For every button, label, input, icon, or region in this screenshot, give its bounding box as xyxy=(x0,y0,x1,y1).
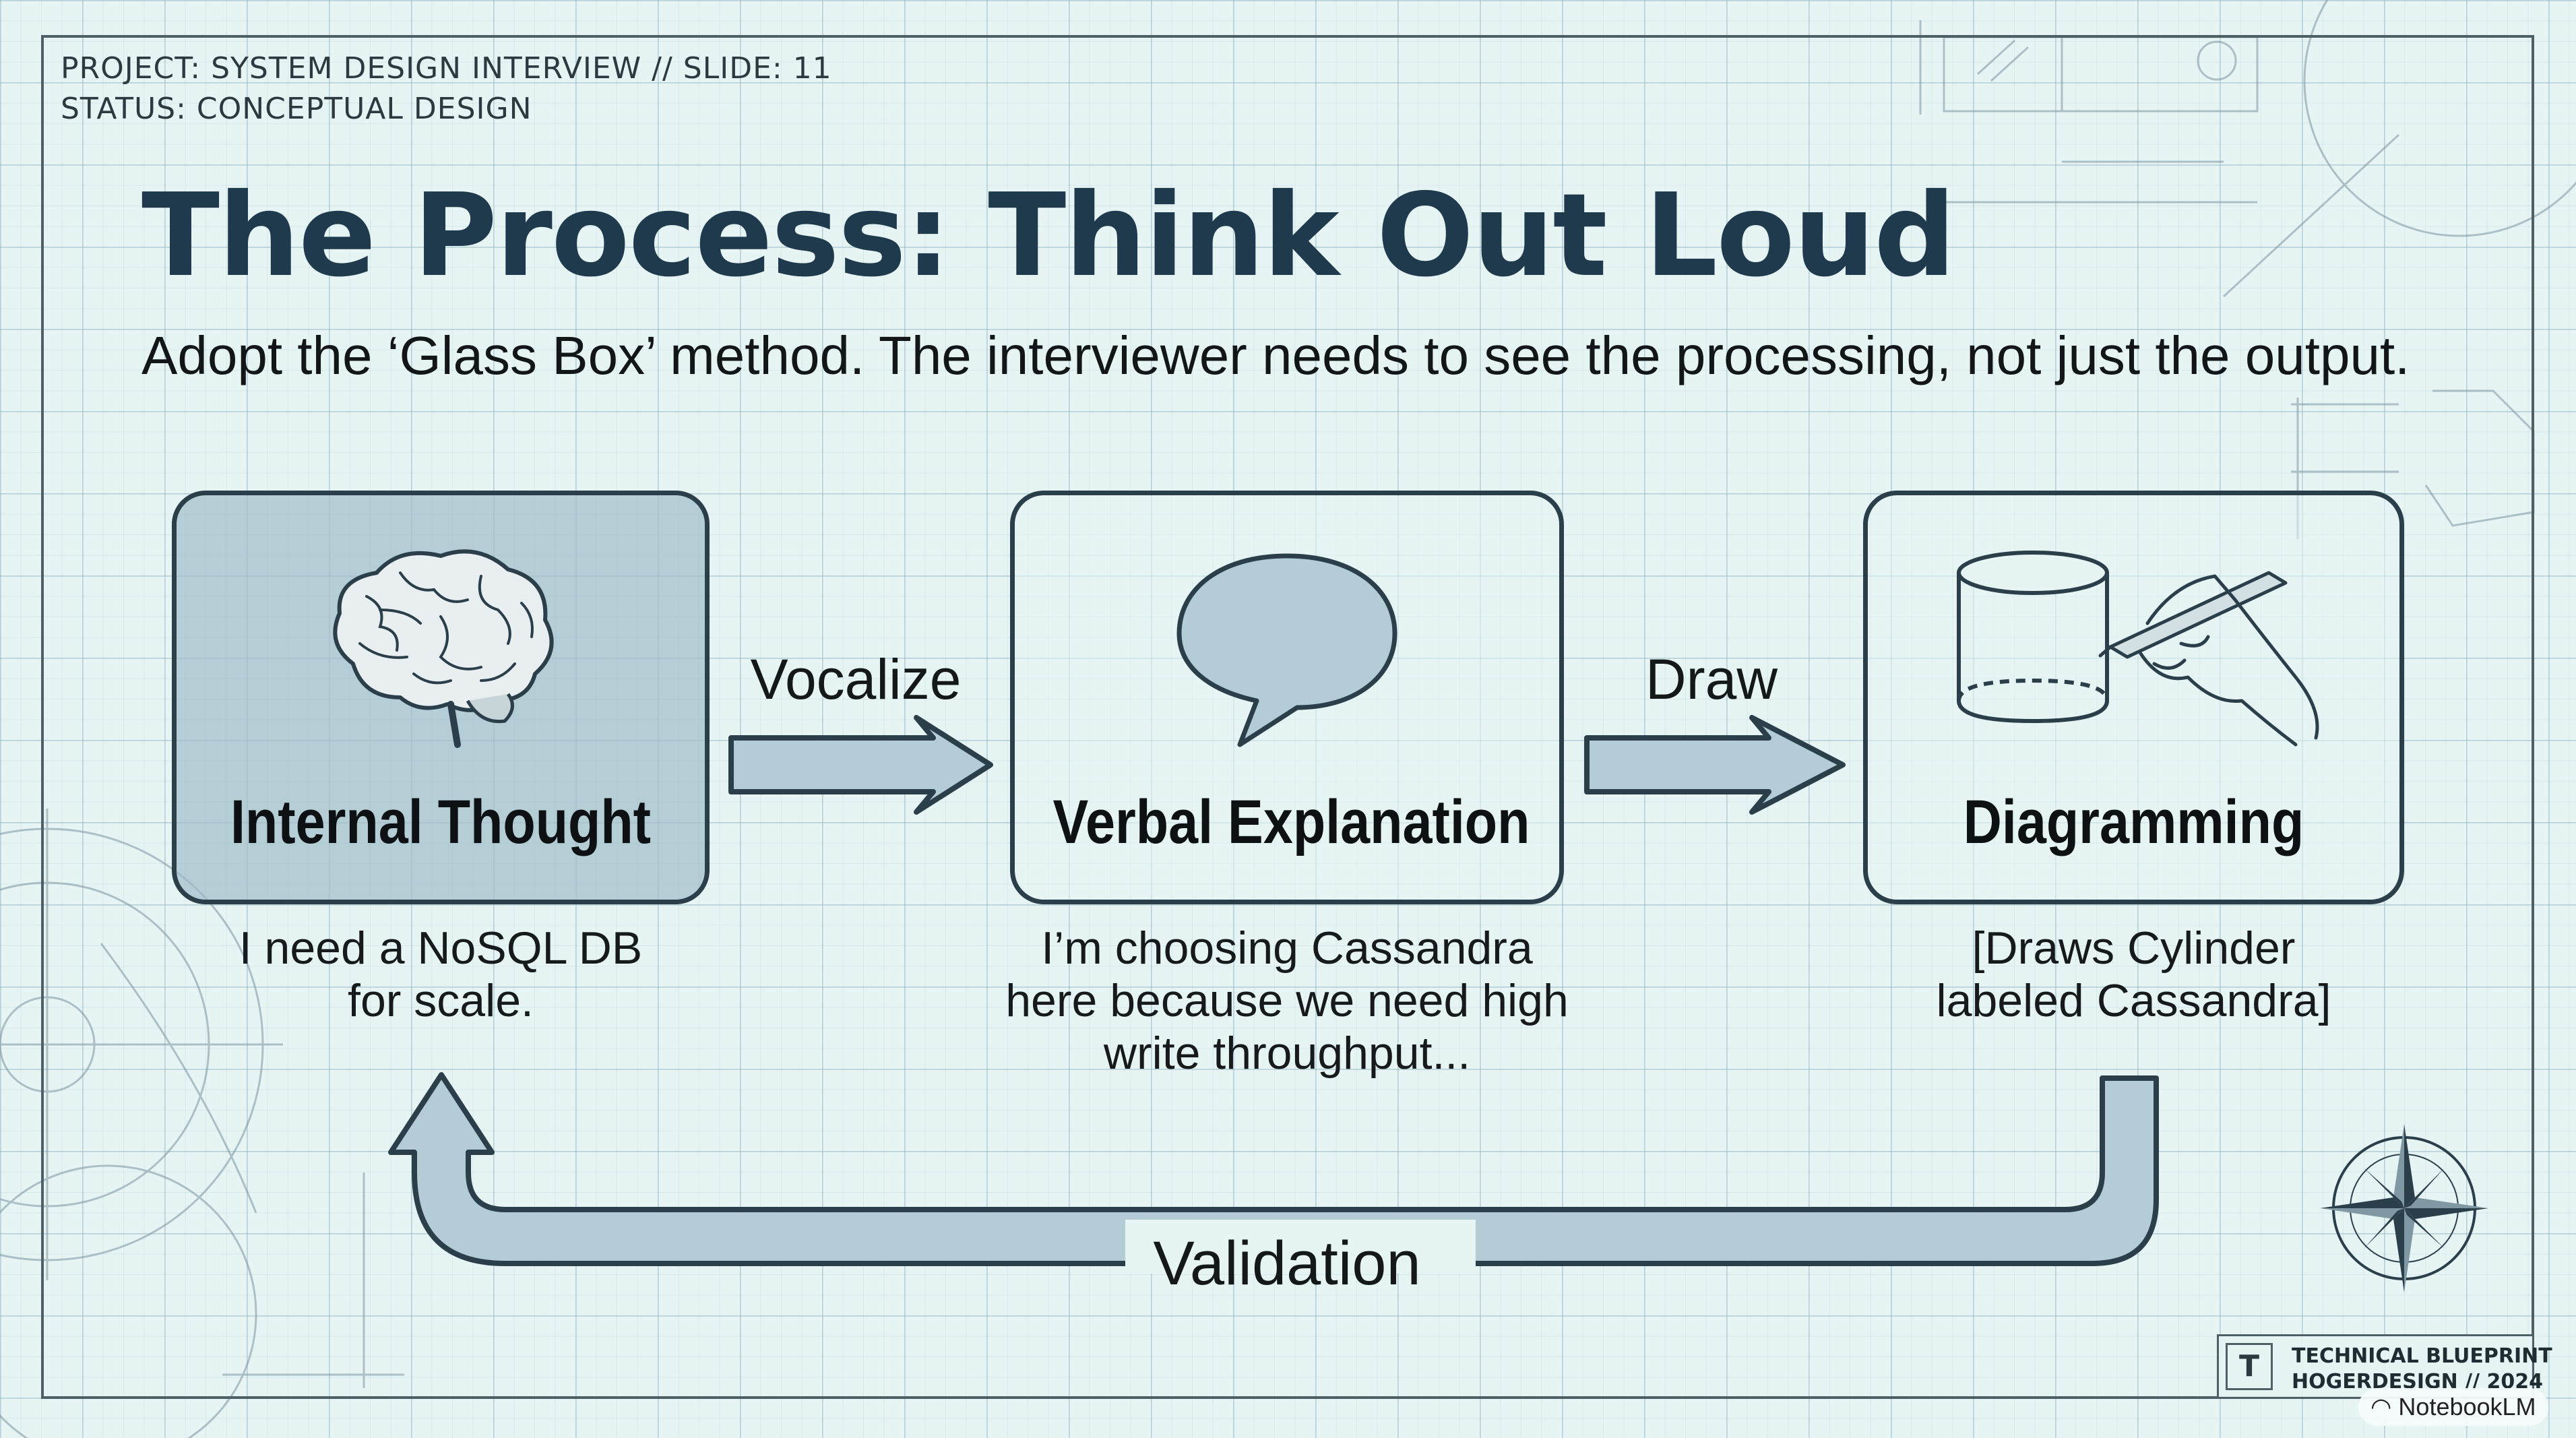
notebooklm-badge[interactable]: ◠ NotebookLM xyxy=(2358,1388,2548,1426)
validation-label: Validation xyxy=(1153,1229,1421,1298)
stamp-line: TECHNICAL BLUEPRINT xyxy=(2292,1344,2552,1368)
speech-bubble-icon xyxy=(1015,542,1559,758)
note-line: here because we need high xyxy=(1005,975,1569,1026)
hand-drawing-cylinder-icon xyxy=(1868,542,2399,758)
project-label: PROJECT: SYSTEM DESIGN INTERVIEW // SLID… xyxy=(61,51,832,86)
step-title: Verbal Explanation xyxy=(1053,788,1530,856)
slide-subtitle: Adopt the ‘Glass Box’ method. The interv… xyxy=(142,325,2410,385)
note-line: for scale. xyxy=(348,975,534,1026)
step-note-verbal-explanation: I’m choosing Cassandra here because we n… xyxy=(980,922,1594,1080)
status-label: STATUS: CONCEPTUAL DESIGN xyxy=(61,92,532,126)
draw-label: Draw xyxy=(1645,648,1778,711)
note-line: I’m choosing Cassandra xyxy=(1041,923,1533,974)
step-card-internal-thought: Internal Thought xyxy=(172,491,710,904)
step-note-diagramming: [Draws Cylinder labeled Cassandra] xyxy=(1863,922,2404,1027)
draw-arrow xyxy=(1584,715,1846,815)
brain-icon xyxy=(177,542,705,758)
step-card-diagramming: Diagramming xyxy=(1863,491,2404,904)
step-title: Diagramming xyxy=(1963,788,2304,856)
step-card-verbal-explanation: Verbal Explanation xyxy=(1010,491,1564,904)
vocalize-arrow xyxy=(728,715,993,815)
note-line: [Draws Cylinder xyxy=(1972,923,2296,974)
note-line: labeled Cassandra] xyxy=(1936,975,2331,1026)
vocalize-label: Vocalize xyxy=(750,648,962,711)
note-line: I need a NoSQL DB xyxy=(239,923,643,974)
validation-loop-arrow xyxy=(388,1072,2159,1266)
step-title: Internal Thought xyxy=(230,788,652,856)
blueprint-frame xyxy=(41,35,2534,1399)
note-line: write throughput... xyxy=(1103,1028,1471,1079)
slide-title: The Process: Think Out Loud xyxy=(142,169,1956,303)
step-note-internal-thought: I need a NoSQL DB for scale. xyxy=(172,922,710,1027)
notebooklm-icon: ◠ xyxy=(2370,1393,2399,1420)
notebooklm-label: NotebookLM xyxy=(2398,1393,2536,1420)
stamp-logo: T xyxy=(2226,1343,2273,1390)
